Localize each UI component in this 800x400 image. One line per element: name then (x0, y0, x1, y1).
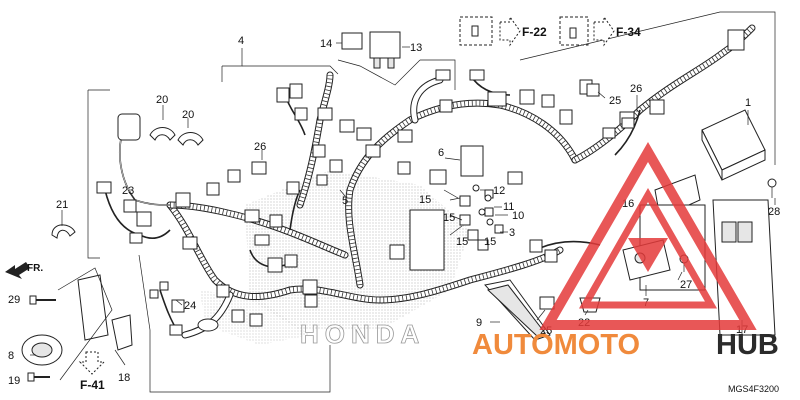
callout-9: 9 (476, 317, 482, 329)
callout-8: 8 (8, 350, 14, 362)
callout-20a: 20 (156, 94, 168, 106)
callout-15d: 15 (484, 236, 496, 248)
ref-f34: F-34 (616, 25, 641, 39)
callout-26b: 26 (630, 83, 642, 95)
callout-14: 14 (320, 38, 332, 50)
callout-numbers: 1 4 5 6 7 8 9 10 11 12 13 14 15 15 15 15… (8, 35, 780, 387)
automotohub-watermark: AUTOMOTO HUB (472, 142, 779, 361)
callout-15a: 15 (419, 194, 431, 206)
watermark-text-hub: HUB (716, 329, 779, 361)
callout-6: 6 (438, 147, 444, 159)
callout-20b: 20 (182, 109, 194, 121)
reference-arrows (5, 15, 615, 375)
part-28-bolt (767, 178, 777, 198)
callout-15b: 15 (443, 212, 455, 224)
callout-26a: 26 (254, 141, 266, 153)
part-8-horn (21, 267, 133, 381)
drawing-code: MGS4F3200 (728, 384, 779, 394)
callout-3: 3 (509, 227, 515, 239)
honda-ghost-text: HONDA (300, 319, 425, 349)
callout-5: 5 (342, 195, 348, 207)
ref-fr: FR. (27, 263, 43, 274)
callout-4: 4 (238, 35, 244, 47)
watermark-text-main: AUTOMOTO (472, 329, 640, 361)
callout-24: 24 (184, 300, 196, 312)
harness-connectors (96, 29, 745, 336)
callout-28: 28 (768, 206, 780, 218)
item-4-frame (87, 11, 776, 393)
ref-f22: F-22 (522, 25, 547, 39)
small-clips (251, 83, 635, 175)
callout-25a: 25 (609, 95, 621, 107)
callout-1: 1 (745, 97, 751, 109)
ref-f41: F-41 (80, 378, 105, 392)
callout-19: 19 (8, 375, 20, 387)
reference-labels: F-22 F-34 F-41 FR. (27, 25, 641, 392)
callout-21: 21 (56, 199, 68, 211)
relay-group-frame (337, 59, 421, 86)
callout-29: 29 (8, 294, 20, 306)
part-1-module (701, 109, 766, 181)
clamps (51, 127, 204, 239)
small-bolts (472, 184, 494, 226)
callout-27: 27 (680, 279, 692, 291)
callout-12: 12 (493, 185, 505, 197)
watermark-triangle-icon (539, 142, 757, 330)
callout-23: 23 (122, 185, 134, 197)
callout-10: 10 (512, 210, 524, 222)
callout-15c: 15 (456, 236, 468, 248)
part-9-cover (484, 279, 551, 341)
callout-18: 18 (118, 372, 130, 384)
callout-11: 11 (503, 201, 514, 213)
callout-13: 13 (410, 42, 422, 54)
relay-parts (341, 31, 401, 69)
